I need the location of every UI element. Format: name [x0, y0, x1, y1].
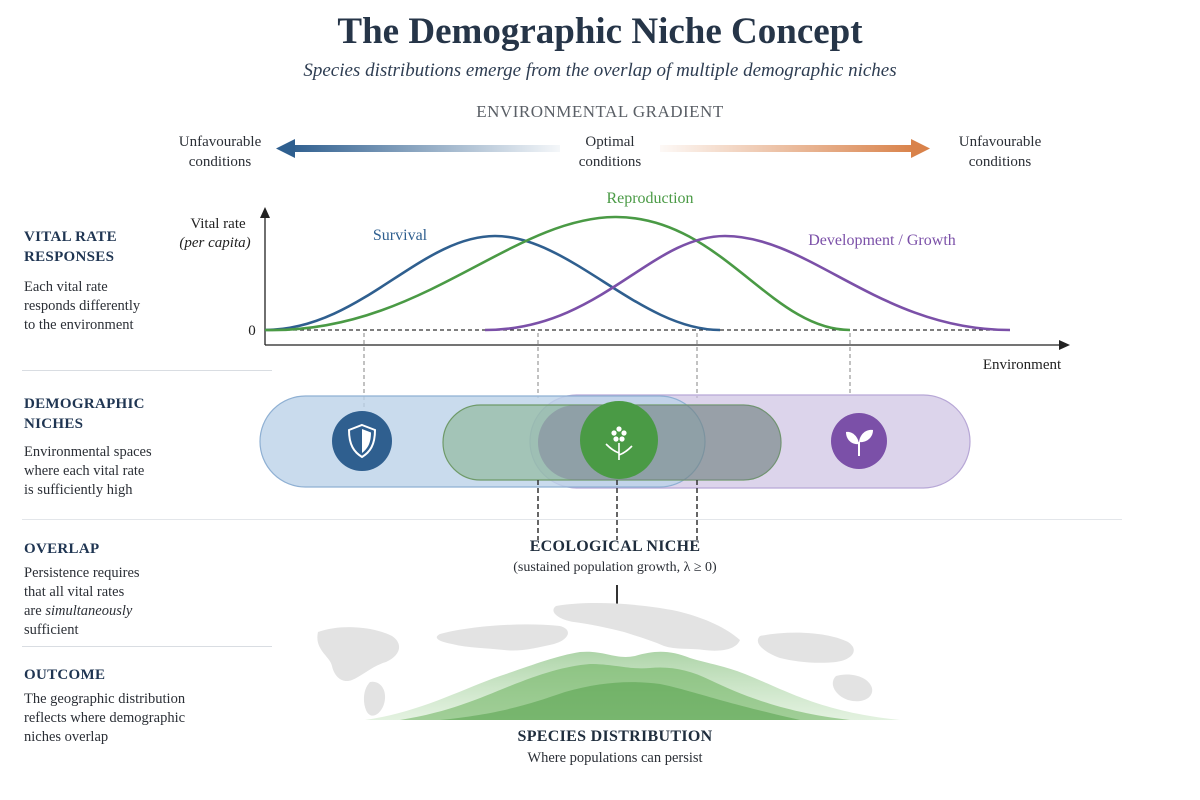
vital-rate-section-body: Each vital rate responds differently to … [24, 278, 194, 335]
outcome-body-line2: reflects where demographic [24, 710, 186, 726]
vital-rate-body-line3: to the environment [24, 317, 134, 333]
section-divider [22, 370, 272, 371]
unfavourable-left-line1: Unfavourable [178, 134, 262, 150]
overlap-section-title: OVERLAP [24, 541, 100, 557]
overlap-body-line3: are simultaneously [24, 602, 184, 621]
ecological-niche-subtitle: (sustained population growth, λ ≥ 0) [513, 560, 717, 575]
unfavourable-left-label: Unfavourable conditions [150, 132, 290, 172]
growth-label: Development / Growth [808, 232, 956, 249]
niches-body-line2: where each vital rate [24, 463, 145, 479]
survival-curve [264, 234, 721, 332]
vital-rate-body-line2: responds differently [24, 298, 141, 314]
gradient-arrow-left [276, 139, 560, 158]
optimal-line2: conditions [578, 154, 642, 170]
outcome-body-line3: niches overlap [24, 729, 109, 745]
optimal-line1: Optimal [585, 134, 635, 150]
gradient-title: ENVIRONMENTAL GRADIENT [476, 102, 724, 121]
page-title: The Demographic Niche Concept [337, 11, 863, 52]
shield-icon [332, 411, 392, 471]
species-distribution-title: SPECIES DISTRIBUTION [517, 728, 713, 745]
vital-rate-body-line1: Each vital rate [24, 279, 108, 295]
vital-rate-title-line2: RESPONSES [24, 249, 115, 265]
page-subtitle: Species distributions emerge from the ov… [303, 60, 897, 81]
flower-icon [580, 401, 658, 479]
optimal-label: Optimal conditions [540, 132, 680, 172]
unfavourable-right-line2: conditions [968, 154, 1032, 170]
overlap-body-simultaneously: simultaneously [45, 603, 133, 619]
niches-title-line1: DEMOGRAPHIC [24, 396, 145, 412]
overlap-body-line4: sufficient [24, 622, 79, 638]
plot-axes [260, 207, 1070, 350]
section-divider [22, 519, 1122, 520]
vital-rate-section-title: VITAL RATE RESPONSES [24, 227, 154, 267]
niches-body-line1: Environmental spaces [24, 444, 152, 460]
niches-section-body: Environmental spaces where each vital ra… [24, 443, 204, 500]
core-overlap-zone [538, 405, 781, 480]
niches-section-title: DEMOGRAPHIC NICHES [24, 394, 184, 434]
species-distribution-subtitle: Where populations can persist [527, 750, 703, 766]
unfavourable-left-line2: conditions [188, 154, 252, 170]
distribution-inner [440, 682, 800, 720]
reproduction-curve [264, 215, 851, 332]
section-divider [22, 646, 272, 647]
gradient-arrow-right [660, 139, 930, 158]
growth-curve [484, 234, 1011, 332]
x-axis-label: Environment [983, 357, 1062, 373]
world-map [317, 603, 873, 716]
outcome-body-line1: The geographic distribution [24, 691, 186, 707]
unfavourable-right-label: Unfavourable conditions [930, 132, 1070, 172]
survival-label: Survival [373, 227, 428, 244]
unfavourable-right-line1: Unfavourable [958, 134, 1042, 150]
overlap-connectors [537, 480, 698, 540]
vital-rate-title-line1: VITAL RATE [24, 229, 117, 245]
niches-body-line3: is sufficiently high [24, 482, 133, 498]
zero-label: 0 [248, 323, 256, 339]
overlap-section-body: Persistence requires that all vital rate… [24, 564, 184, 640]
outcome-section-title: OUTCOME [24, 667, 106, 683]
overlap-body-line1: Persistence requires [24, 565, 140, 581]
y-axis-label: Vital rate [190, 216, 246, 232]
sprout-icon [831, 413, 887, 469]
ecological-niche-title: ECOLOGICAL NICHE [529, 538, 701, 555]
reproduction-label: Reproduction [606, 190, 693, 207]
overlap-body-line2: that all vital rates [24, 584, 125, 600]
overlap-body-are: are [24, 603, 46, 619]
niches-title-line2: NICHES [24, 416, 84, 432]
y-axis-sublabel: (per capita) [179, 235, 250, 251]
outcome-section-body: The geographic distribution reflects whe… [24, 690, 234, 747]
